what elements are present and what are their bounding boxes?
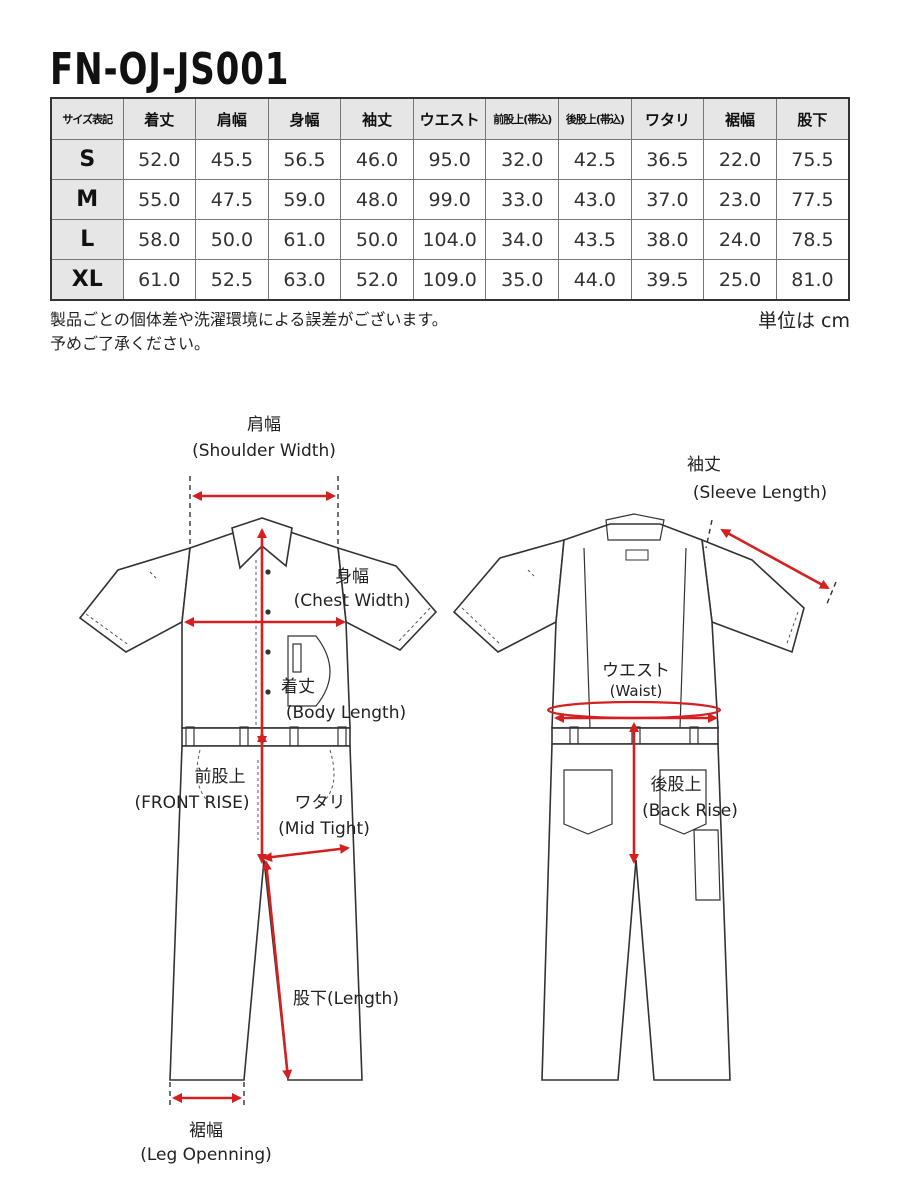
table-cell: 56.5	[267, 139, 342, 180]
column-header: ウエスト	[412, 97, 487, 140]
unit-note: 単位は cm	[758, 310, 850, 332]
table-cell: 95.0	[412, 139, 487, 180]
table-cell: 50.0	[340, 219, 414, 260]
table-cell: 63.0	[267, 259, 342, 301]
back-left-sleeve	[452, 538, 565, 653]
table-cell: 43.5	[558, 219, 632, 260]
column-header: 股下	[775, 97, 850, 140]
table-row: XL 61.0 52.5 63.0 52.0 109.0 35.0 44.0 3…	[50, 259, 850, 301]
product-code-title: FN-OJ-JS001	[50, 44, 290, 95]
table-row: M 55.0 47.5 59.0 48.0 99.0 33.0 43.0 37.…	[50, 179, 850, 220]
inseam-length-arrow	[261, 860, 293, 1080]
table-cell: 43.0	[558, 179, 632, 220]
measurement-diagram: 肩幅 (Shoulder Width) 身幅 (Chest Width) 着丈 …	[78, 415, 837, 1165]
mid-tight-arrow	[262, 843, 350, 863]
table-cell: 52.5	[195, 259, 269, 301]
table-cell: 25.0	[703, 259, 777, 301]
column-header: 肩幅	[195, 97, 269, 140]
front-torso	[181, 531, 351, 729]
table-cell: 109.0	[412, 259, 487, 301]
table-cell: 75.5	[775, 139, 850, 180]
table-cell: 81.0	[775, 259, 850, 301]
front-left-sleeve	[78, 546, 191, 653]
back-torso	[551, 523, 719, 729]
back-pants	[541, 743, 731, 1081]
table-cell: 52.0	[122, 139, 197, 180]
column-header: ワタリ	[630, 97, 705, 140]
back-rise-label-jp: 後股上	[651, 775, 702, 795]
waist-label-jp: ウエスト	[602, 661, 670, 681]
sleeve-length-label-jp: 袖丈	[687, 455, 721, 475]
back-rise-label-en: (Back Rise)	[642, 801, 738, 821]
table-cell: 58.0	[122, 219, 197, 260]
chest-width-label-en: (Chest Width)	[294, 591, 411, 611]
column-header: 裾幅	[703, 97, 777, 140]
size-chart-table: サイズ表記 着丈 肩幅 身幅 袖丈 ウエスト 前股上(帯込) 後股上(帯込) ワ…	[50, 97, 850, 301]
sleeve-length-label-en: (Sleeve Length)	[693, 483, 827, 503]
leg-opening-label-jp: 裾幅	[189, 1121, 223, 1141]
column-header: 後股上(帯込)	[558, 97, 632, 140]
table-cell: 46.0	[340, 139, 414, 180]
table-cell: 42.5	[558, 139, 632, 180]
table-cell: 77.5	[775, 179, 850, 220]
sleeve-length-arrow	[720, 528, 830, 590]
table-cell: 52.0	[340, 259, 414, 301]
size-label: S	[50, 139, 124, 180]
size-label: XL	[50, 259, 124, 301]
table-cell: 23.0	[703, 179, 777, 220]
table-cell: 55.0	[122, 179, 197, 220]
front-belt	[181, 727, 351, 747]
size-label: L	[50, 219, 124, 260]
table-row: S 52.0 45.5 56.5 46.0 95.0 32.0 42.5 36.…	[50, 139, 850, 180]
body-length-label-jp: 着丈	[281, 677, 315, 697]
table-cell: 59.0	[267, 179, 342, 220]
table-cell: 45.5	[195, 139, 269, 180]
table-cell: 32.0	[485, 139, 560, 180]
table-cell: 35.0	[485, 259, 560, 301]
table-cell: 47.5	[195, 179, 269, 220]
table-cell: 38.0	[630, 219, 705, 260]
leg-opening-label-en: (Leg Openning)	[140, 1145, 272, 1165]
table-row: L 58.0 50.0 61.0 50.0 104.0 34.0 43.5 38…	[50, 219, 850, 260]
table-cell: 104.0	[412, 219, 487, 260]
table-cell: 36.5	[630, 139, 705, 180]
mid-tight-label-en: (Mid Tight)	[278, 819, 370, 839]
table-cell: 24.0	[703, 219, 777, 260]
body-length-label-en: (Body Length)	[286, 703, 406, 723]
front-rise-label-jp: 前股上	[195, 767, 246, 787]
table-cell: 33.0	[485, 179, 560, 220]
inseam-length-label: 股下(Length)	[293, 989, 399, 1009]
size-label: M	[50, 179, 124, 220]
mid-tight-label-jp: ワタリ	[295, 793, 346, 813]
table-cell: 61.0	[267, 219, 342, 260]
table-cell: 78.5	[775, 219, 850, 260]
waist-label-en: (Waist)	[610, 682, 663, 700]
disclaimer-line: 製品ごとの個体差や洗濯環境による誤差がございます。	[50, 310, 448, 329]
back-coverall-drawing	[452, 513, 805, 1081]
table-cell: 99.0	[412, 179, 487, 220]
disclaimer-line: 予めご了承ください。	[50, 334, 211, 353]
back-right-sleeve	[701, 538, 805, 654]
table-cell: 44.0	[558, 259, 632, 301]
column-header: 前股上(帯込)	[485, 97, 560, 140]
front-rise-label-en: (FRONT RISE)	[134, 793, 249, 813]
column-header: サイズ表記	[50, 97, 124, 140]
column-header: 袖丈	[340, 97, 414, 140]
disclaimer-note: 製品ごとの個体差や洗濯環境による誤差がございます。 予めご了承ください。	[50, 308, 448, 356]
table-header-row: サイズ表記 着丈 肩幅 身幅 袖丈 ウエスト 前股上(帯込) 後股上(帯込) ワ…	[50, 97, 850, 140]
column-header: 着丈	[122, 97, 197, 140]
chest-width-label-jp: 身幅	[335, 567, 369, 587]
column-header: 身幅	[267, 97, 342, 140]
table-cell: 61.0	[122, 259, 197, 301]
shoulder-width-label-jp: 肩幅	[247, 415, 281, 435]
shoulder-width-label-en: (Shoulder Width)	[192, 441, 336, 461]
table-cell: 48.0	[340, 179, 414, 220]
table-cell: 22.0	[703, 139, 777, 180]
table-cell: 39.5	[630, 259, 705, 301]
table-cell: 34.0	[485, 219, 560, 260]
table-cell: 37.0	[630, 179, 705, 220]
table-cell: 50.0	[195, 219, 269, 260]
